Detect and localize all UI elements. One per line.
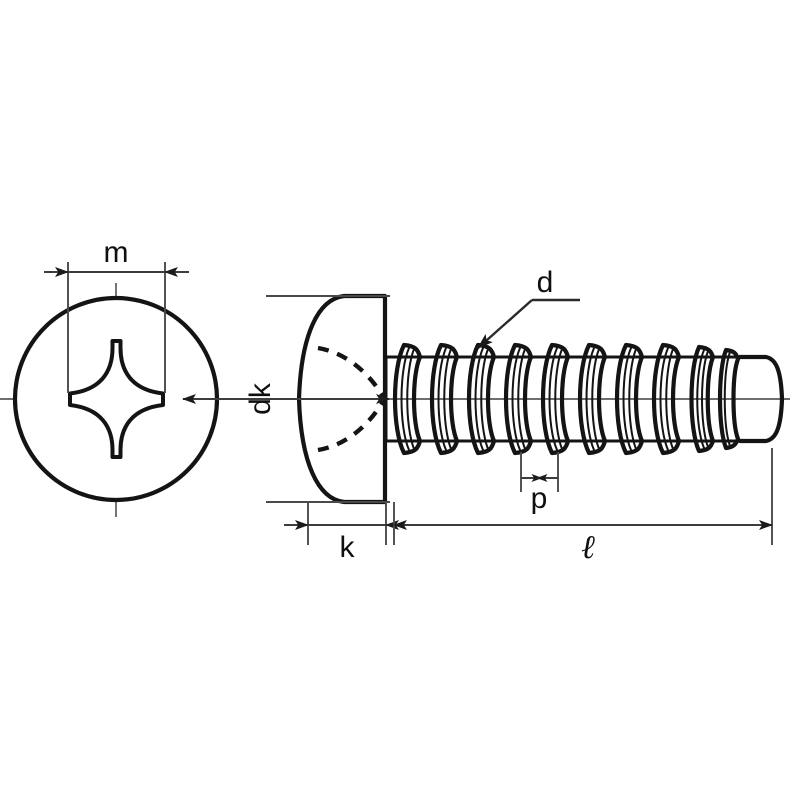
thread-turn — [429, 342, 460, 456]
dimension-label-length: ℓ — [581, 530, 595, 566]
dimension-p: p — [520, 452, 559, 515]
thread-turn — [689, 344, 716, 454]
thread-turn — [503, 342, 534, 456]
thread-turns-group — [392, 342, 741, 456]
dimension-k: k — [284, 502, 410, 564]
dimension-d: d — [477, 266, 580, 349]
thread-turn — [614, 342, 645, 456]
dimension-length: ℓ — [393, 448, 773, 566]
dimension-label-m: m — [104, 236, 129, 269]
head-end-view: m — [0, 236, 232, 517]
hidden-recess-upper — [317, 345, 386, 400]
thread-turn — [717, 347, 741, 451]
dimension-label-d: d — [537, 266, 554, 299]
screw-tip-outline — [737, 354, 785, 444]
dimension-label-p: p — [531, 482, 548, 515]
dimension-m: m — [44, 236, 189, 393]
thread-turn — [540, 342, 571, 456]
thread-turn — [577, 342, 608, 456]
hidden-recess-lower — [317, 398, 386, 453]
side-elevation-view: d dk k — [182, 266, 790, 566]
thread-turn — [392, 342, 423, 456]
d-leader-diagonal — [477, 299, 533, 349]
dimension-label-k: k — [340, 531, 356, 564]
thread-turn — [651, 342, 682, 456]
dimension-label-dk: dk — [244, 382, 277, 415]
dimension-dk: dk — [182, 295, 390, 503]
cross-recess-shape — [68, 339, 165, 459]
thread-turn — [466, 342, 497, 456]
